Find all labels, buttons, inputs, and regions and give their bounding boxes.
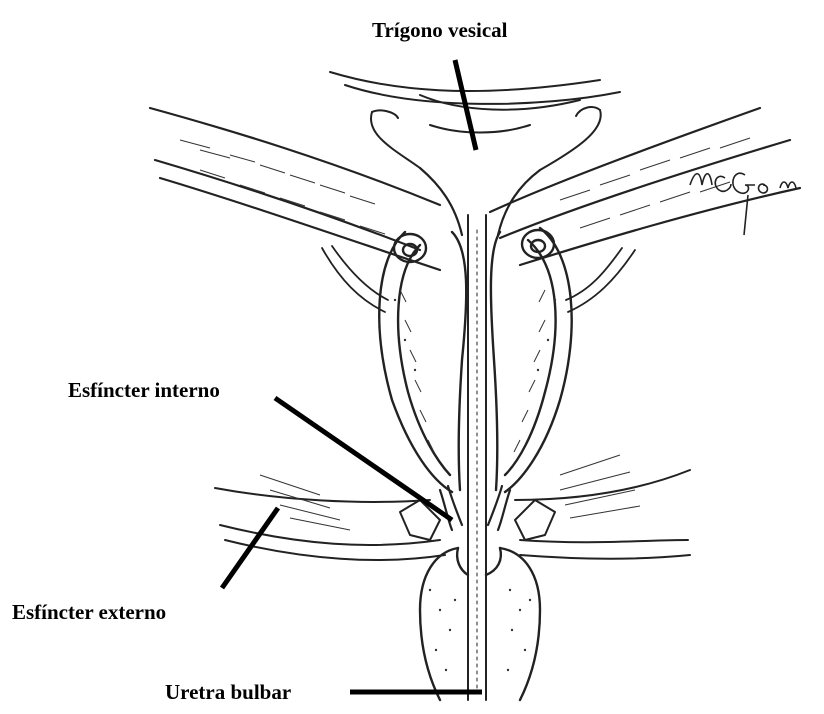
bladder-trigone (330, 72, 620, 170)
label-esfinter-interno: Esfíncter interno (68, 380, 220, 401)
label-uretra-bulbar: Uretra bulbar (165, 682, 291, 703)
right-prostate-lobe (491, 228, 572, 492)
internal-sphincter (440, 486, 510, 530)
leader-line-externo (222, 508, 278, 588)
left-prostate-lobe (379, 232, 466, 492)
label-trigono-vesical: Trígono vesical (372, 20, 508, 41)
urethra-channel (468, 215, 486, 700)
artist-signature (690, 173, 796, 235)
bulbar-region (420, 548, 540, 700)
stipple-dots (394, 299, 556, 671)
label-esfinter-externo: Esfíncter externo (12, 602, 166, 623)
leader-lines (222, 60, 482, 692)
right-bladder-wall (490, 108, 800, 265)
side-ligaments (322, 246, 635, 312)
